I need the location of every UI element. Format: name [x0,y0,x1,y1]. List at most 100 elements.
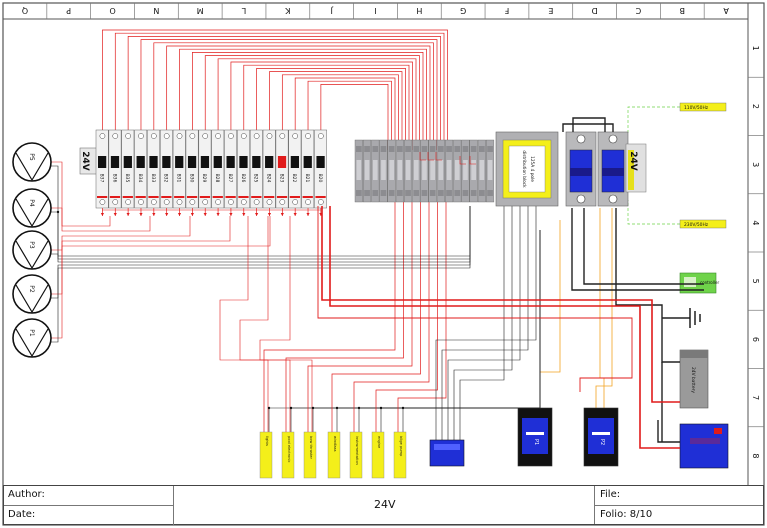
converter-1-terminal-bottom [576,194,586,204]
breaker-b28: B28 [211,129,225,209]
row-label: 8 [751,453,760,458]
breaker-feed-wire [192,52,424,150]
pump-negative-wire [51,206,471,299]
terminal-label-strip [487,160,493,180]
breaker-red-stripe [276,196,288,198]
terminal-label-strip [405,160,411,180]
breaker-screw-top [189,133,196,139]
breaker-label: B20 [317,174,323,183]
misc-red-wire [219,216,269,432]
breaker-b24: B24 [262,129,276,209]
breaker-label: B29 [201,174,207,183]
terminal-screw-top [380,146,387,152]
breaker-label: B24 [265,174,271,183]
breaker-feed-wire [243,64,410,150]
terminal-screw-top [454,146,461,152]
breaker-screw-top [150,133,157,139]
junction-dot [379,406,383,410]
file-label: File: [600,489,621,500]
pump-positive-wire [51,216,231,295]
consumer-tag [371,431,385,479]
breaker-screw-bottom [125,199,131,205]
junction-dot [311,406,315,410]
converter-1-stripe [570,168,592,176]
breaker-feed-wire [114,32,445,150]
consumer-module-body [429,439,465,467]
breaker-output-arrow [203,213,207,216]
terminal-screw-top [462,146,469,152]
column-label: G [460,6,466,15]
pump-junction [56,210,60,214]
terminal-label-strip [446,160,452,180]
consumer-label: instrumentation [355,436,359,465]
terminal-label-strip [372,160,378,180]
breaker-red-stripe [199,196,211,198]
breaker-toggle [149,156,158,168]
pump-label: P4 [28,199,35,207]
terminal-screw-bottom [479,190,485,196]
breaker-red-stripe [161,196,172,198]
column-label: O [109,6,115,15]
terminal-screw-bottom [454,190,461,196]
junction-dot [401,406,405,410]
breaker-b22: B22 [288,129,302,209]
breaker-feed-wire [256,68,406,150]
row-label: 2 [751,104,760,109]
title-block-file-cell: File: [595,486,763,506]
column-label: E [548,6,553,15]
breaker-screw-bottom [305,199,311,205]
column-label: A [723,6,729,15]
breaker-output-arrow [280,213,284,216]
terminal-screw-top [405,146,411,152]
breaker-b27: B27 [224,129,237,209]
breaker-label: B37 [98,174,104,183]
breaker-label: B34 [137,174,143,183]
consumer-feed-wire [375,202,438,432]
distribution-return-wire [447,206,521,440]
supply-lead-bottom [627,200,680,225]
controller-display [684,277,696,287]
breaker-screw-top [138,133,144,139]
breaker-b25: B25 [249,129,263,209]
breaker-feed-wire [294,77,396,150]
breaker-screw-bottom [318,199,324,205]
breaker-feed-wire [204,55,420,150]
pump-p4: P4 [12,188,52,228]
charger-stripe [690,438,720,444]
breaker-screw-top [163,133,170,139]
breaker-toggle [110,156,120,168]
supply-label-bottom [679,219,727,229]
terminal-screw-bottom [446,190,452,196]
breaker-screw-bottom [266,199,273,205]
converter-to-controller [571,208,704,291]
terminal-jumper [419,152,426,161]
terminal-screw-bottom [470,190,477,196]
breaker-output-arrow [242,213,246,216]
breaker-screw-bottom [253,199,260,205]
junction-dot [357,406,361,410]
terminal-screw-bottom [413,190,420,196]
breaker-toggle [162,156,171,168]
terminal-screw-top [388,146,395,152]
breaker-output-arrow [255,213,259,216]
row-label: 5 [751,279,760,284]
terminal-screw-top [413,146,420,152]
breaker-red-stripe [122,196,133,198]
breaker-output-arrow [139,213,143,216]
terminal-screw-bottom [388,190,395,196]
column-label: H [416,6,422,15]
breaker-label: B23 [278,174,284,183]
breaker-label: B26 [240,174,246,183]
junction-dot [289,406,293,410]
breaker-feed-wire [127,36,441,150]
row-label: 7 [751,395,760,400]
terminal-screw-top [421,146,428,152]
breaker-b35: B35 [121,129,135,209]
terminal-screw-top [356,146,362,152]
title-block-author-cell: Author: [4,486,174,506]
breaker-screw-bottom [163,199,170,205]
breaker-label: B32 [163,174,169,183]
row-label: 1 [751,46,760,51]
junction-dot [335,406,339,410]
breaker-screw-bottom [202,199,209,205]
